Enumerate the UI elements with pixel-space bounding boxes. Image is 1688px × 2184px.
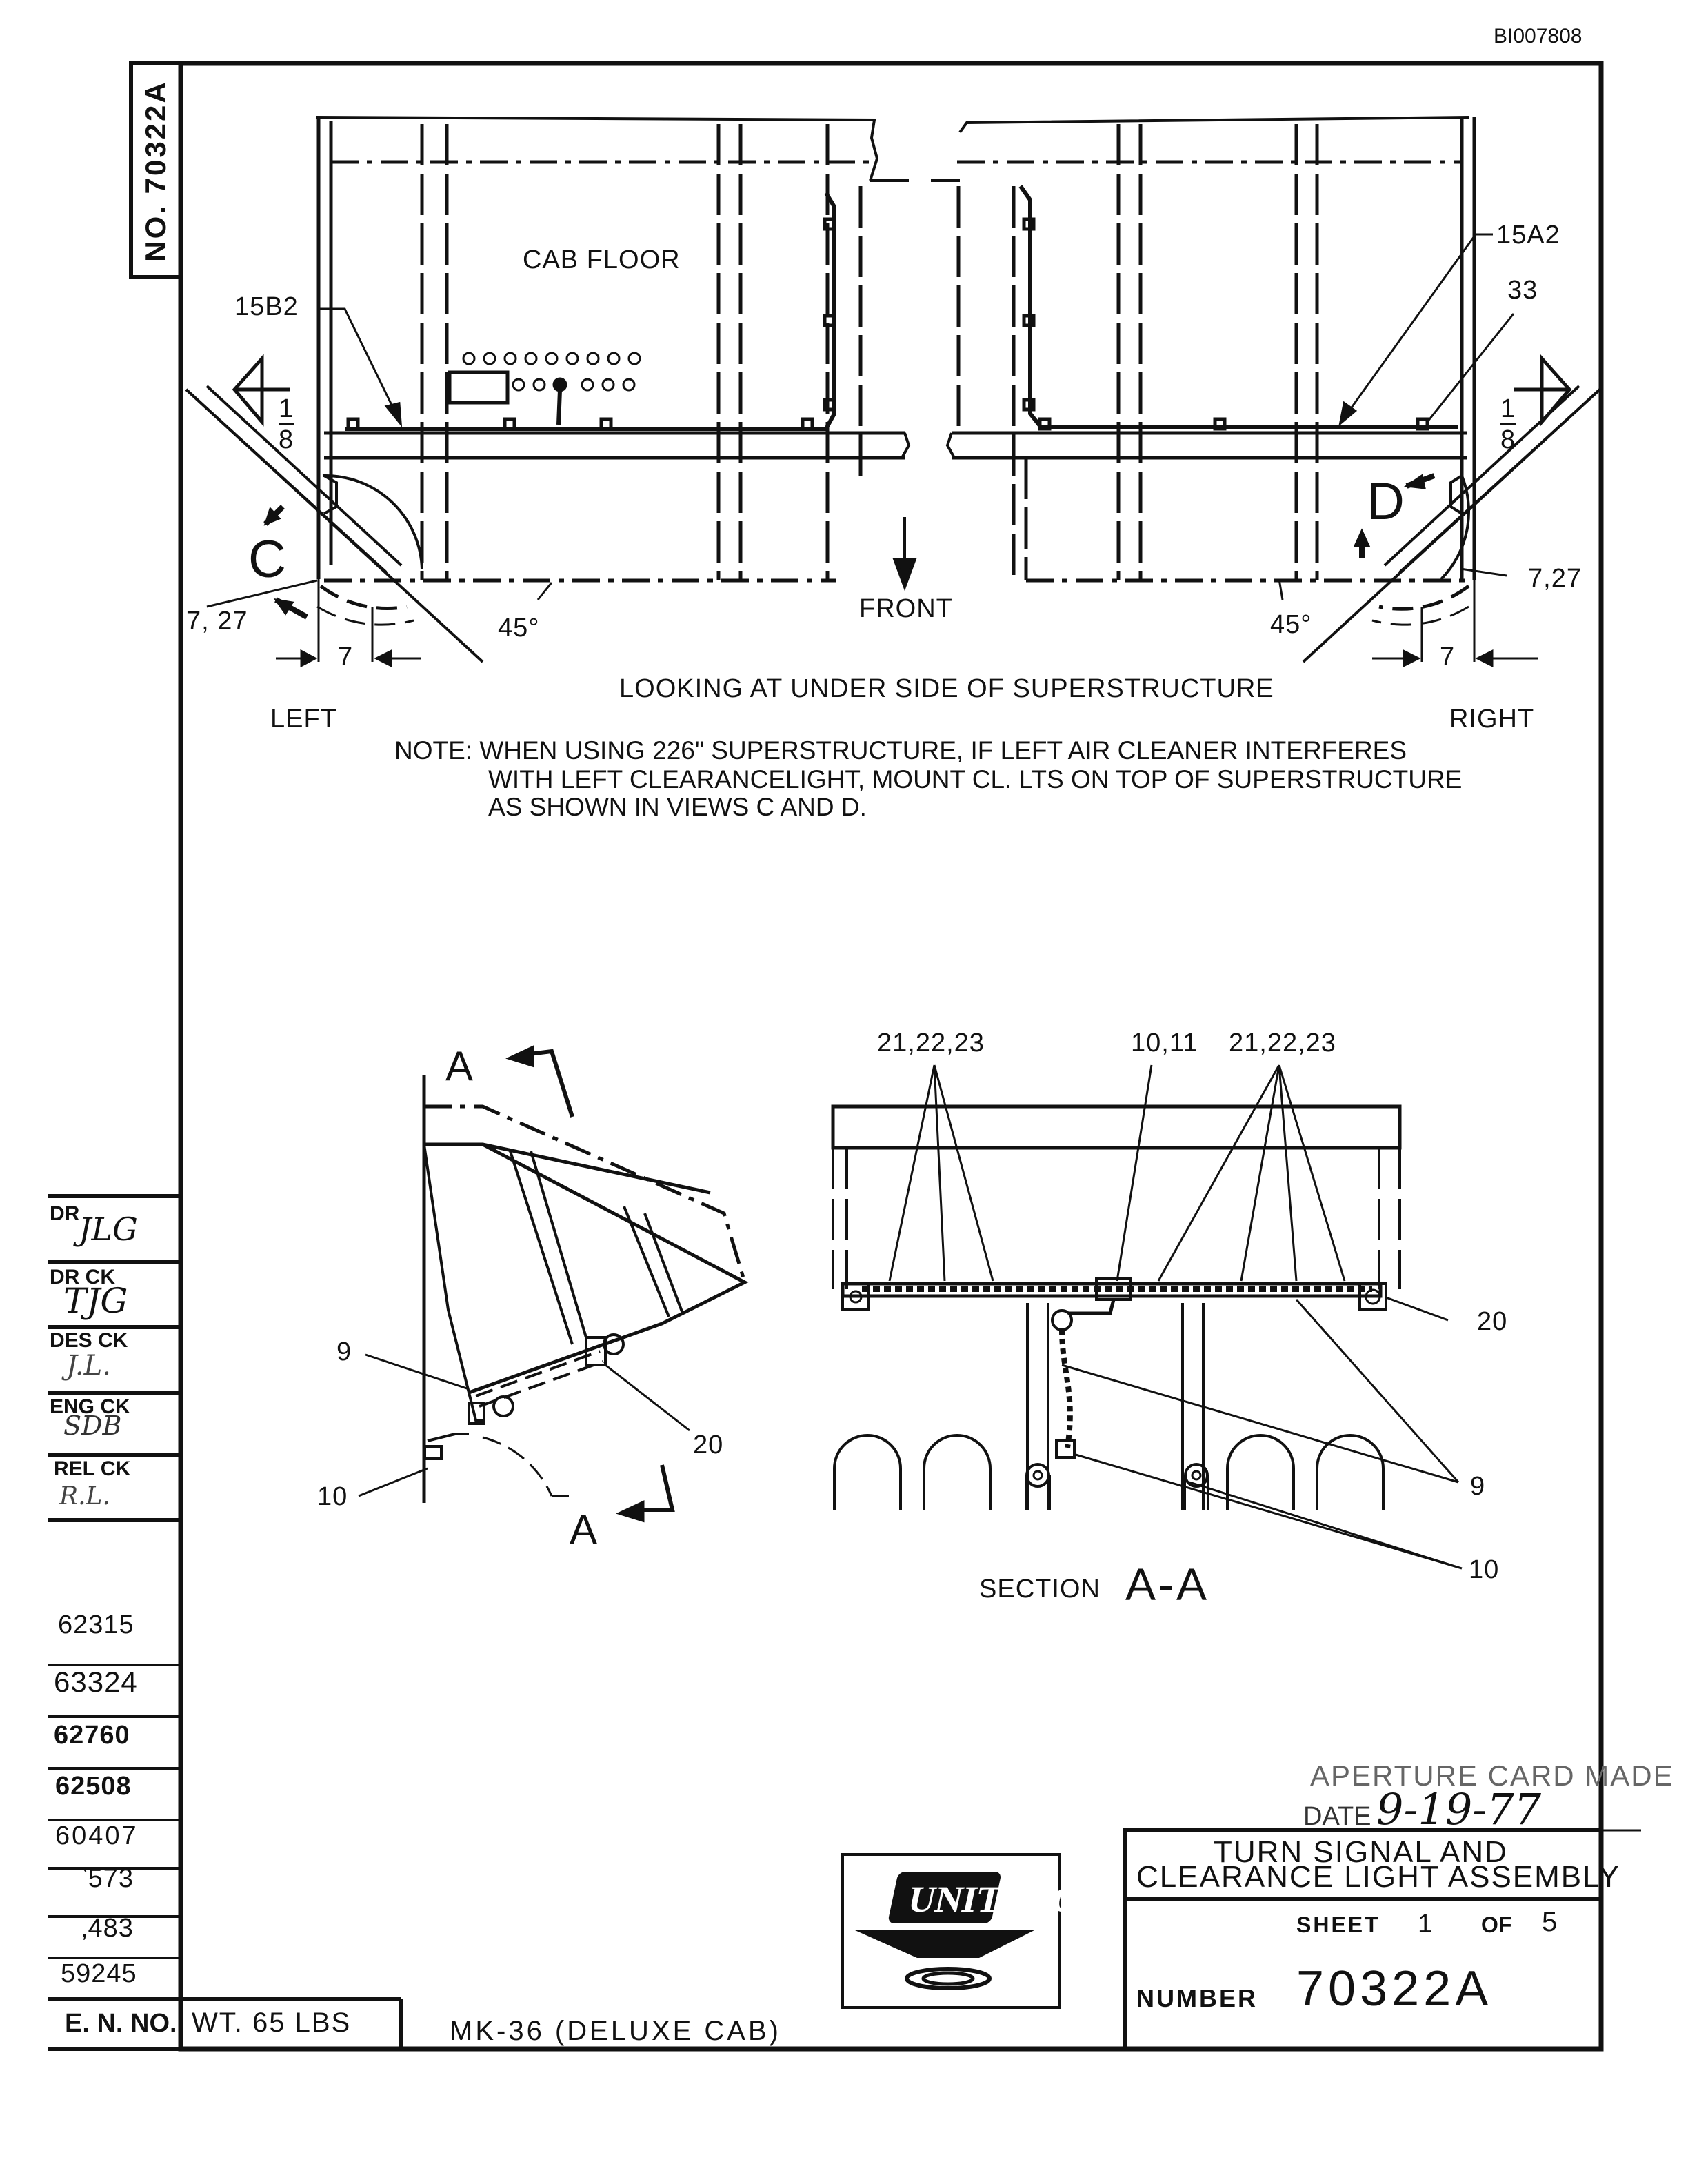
aperture-card-stamp: APERTURE CARD MADE [1310,1759,1674,1792]
weight-label: WT. 65 LBS [192,2008,352,2038]
side-ref-10: 10 [317,1482,348,1511]
number-label: NUMBER [1136,1984,1258,2012]
drawing-number: 70322A [1296,1961,1493,2016]
change-number: 62508 [55,1772,132,1801]
note-line-3: AS SHOWN IN VIEWS C AND D. [488,793,867,821]
view-c-label: C [248,530,286,589]
angle-45-left: 45° [498,614,540,643]
dim-7-right: 7 [1440,643,1456,671]
side-ref-20: 20 [693,1430,724,1459]
model-label: MK-36 (DELUXE CAB) [450,2016,781,2046]
fraction-right-num: 1 [1500,394,1516,423]
approval-role-eng-ck: ENG CK [50,1395,130,1418]
left-label: LEFT [270,705,337,734]
approval-role-dr: DR [50,1202,80,1225]
approval-initials-dr: JLG [79,1211,138,1248]
approval-initials-eng-ck: SDB [63,1410,122,1441]
ref-21-22-23-left: 21,22,23 [877,1029,985,1058]
front-label: FRONT [859,594,953,623]
change-number: 62760 [54,1721,130,1750]
fraction-left-den: 8 [279,423,294,455]
angle-45-right: 45° [1270,610,1312,639]
side-ref-9: 9 [336,1337,352,1366]
vertical-drawing-number: NO. 70322A [139,80,172,262]
section-mark-bottom: A [570,1506,598,1553]
change-number: 62315 [58,1610,134,1639]
dim-7-left: 7 [338,643,354,671]
section-a-a [831,1064,1463,1570]
note-line-2: WITH LEFT CLEARANCELIGHT, MOUNT CL. LTS … [488,765,1463,793]
title-line-2: CLEARANCE LIGHT ASSEMBLY [1136,1860,1620,1894]
left-plan-view [185,116,911,668]
side-view [358,1045,749,1523]
ref-33: 33 [1507,276,1538,305]
change-number: ‚483 [81,1914,134,1943]
aperture-date-label: DATE [1303,1802,1372,1831]
approval-initials-des-ck: J.L. [66,1350,111,1382]
ref-7-27-right: 7,27 [1528,564,1582,593]
sheet-total: 5 [1542,1907,1558,1937]
section-ref-9: 9 [1470,1472,1486,1501]
plan-caption: LOOKING AT UNDER SIDE OF SUPERSTRUCTURE [619,674,1274,703]
note-line-1: NOTE: WHEN USING 226" SUPERSTRUCTURE, IF… [394,736,1407,765]
approval-initials-dr-ck: TJG [63,1281,128,1321]
of-label: OF [1481,1912,1512,1937]
ref-15a2: 15A2 [1496,221,1560,250]
right-label: RIGHT [1449,705,1535,734]
ref-10-11: 10,11 [1131,1029,1198,1058]
unit-rig-logo-mark [855,1872,1034,1990]
sheet-label: SHEET [1296,1912,1380,1937]
view-d-label: D [1367,472,1405,531]
approval-role-rel-ck: REL CK [54,1457,131,1480]
section-mark-top: A [445,1043,474,1089]
change-number: ‵573 [81,1864,134,1893]
change-number: 63324 [54,1666,138,1698]
section-ref-20: 20 [1477,1307,1508,1336]
ref-7-27-left: 7, 27 [186,607,248,636]
cab-floor-label: CAB FLOOR [523,245,681,274]
section-label: SECTION [979,1575,1101,1604]
approval-initials-rel-ck: R.L. [59,1482,110,1510]
en-no-label: E. N. NO. [65,2009,177,2038]
unit-rig-logo-text: UNIT RIG [904,1879,1085,1920]
number-strip [129,61,183,279]
document-id: BI007808 [1494,25,1582,48]
approval-role-dr-ck: DR CK [50,1266,115,1288]
ref-15b2: 15B2 [234,292,299,321]
right-plan-view [945,116,1601,668]
section-ref-10: 10 [1469,1555,1500,1584]
approval-role-des-ck: DES CK [50,1329,128,1352]
aperture-date-value: 9-19-77 [1376,1784,1542,1834]
fraction-right-den: 8 [1500,423,1516,455]
sheet-number: 1 [1418,1910,1433,1939]
title-line-1: TURN SIGNAL AND [1214,1835,1508,1869]
change-number: 59245 [61,1959,137,1988]
sheet-border [178,61,1604,2052]
change-number: 60407 [55,1821,139,1850]
section-name: A-A [1125,1559,1210,1610]
ref-21-22-23-right: 21,22,23 [1229,1029,1336,1058]
title-block-lines [841,1828,1641,2051]
approval-column [48,1194,403,2051]
fraction-left-num: 1 [279,394,294,423]
